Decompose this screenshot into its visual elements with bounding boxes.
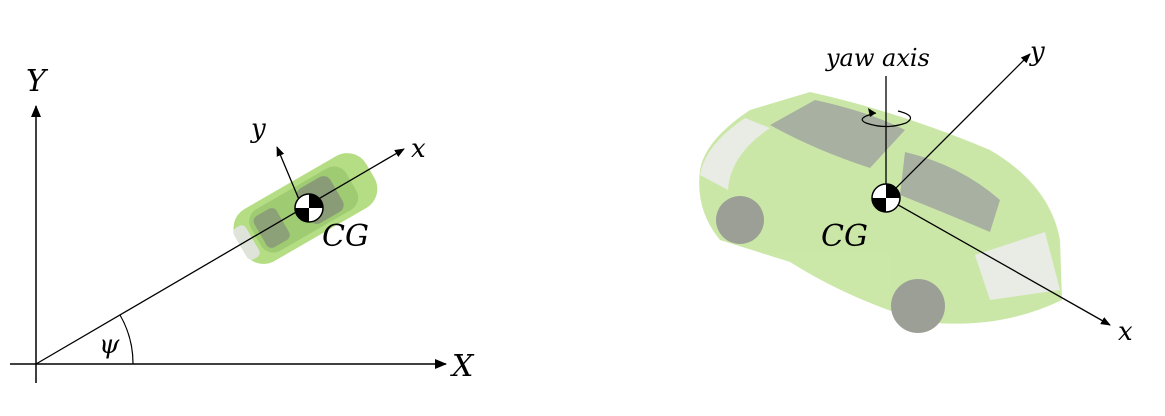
body-x-axis-left <box>35 148 405 365</box>
body-x-label-left: x <box>411 134 426 164</box>
cg-symbol-right <box>871 183 901 213</box>
psi-angle-arc <box>119 314 134 365</box>
body-x-axis-right <box>885 197 1111 326</box>
yaw-axis-label: yaw axis <box>825 44 930 72</box>
right-figure: yaw axis y x CG <box>699 37 1133 347</box>
left-figure: Y X x y ψ CG <box>10 64 475 384</box>
global-x-label: X <box>450 349 475 384</box>
yaw-rotation-arrow <box>861 110 912 128</box>
body-y-label-left: y <box>250 114 266 144</box>
global-y-label: Y <box>26 64 49 99</box>
cg-symbol-left <box>294 193 324 223</box>
cg-label-right: CG <box>821 219 868 254</box>
body-x-label-right: x <box>1118 317 1133 347</box>
body-y-label-right: y <box>1029 37 1045 67</box>
cg-label-left: CG <box>322 219 369 254</box>
rear-wheel <box>716 196 764 244</box>
body-y-axis-right <box>885 53 1031 199</box>
psi-angle-label: ψ <box>99 330 120 360</box>
front-wheel <box>891 279 945 333</box>
yaw-rotation-arrowhead <box>868 108 876 117</box>
car-perspective-view <box>699 92 1062 333</box>
